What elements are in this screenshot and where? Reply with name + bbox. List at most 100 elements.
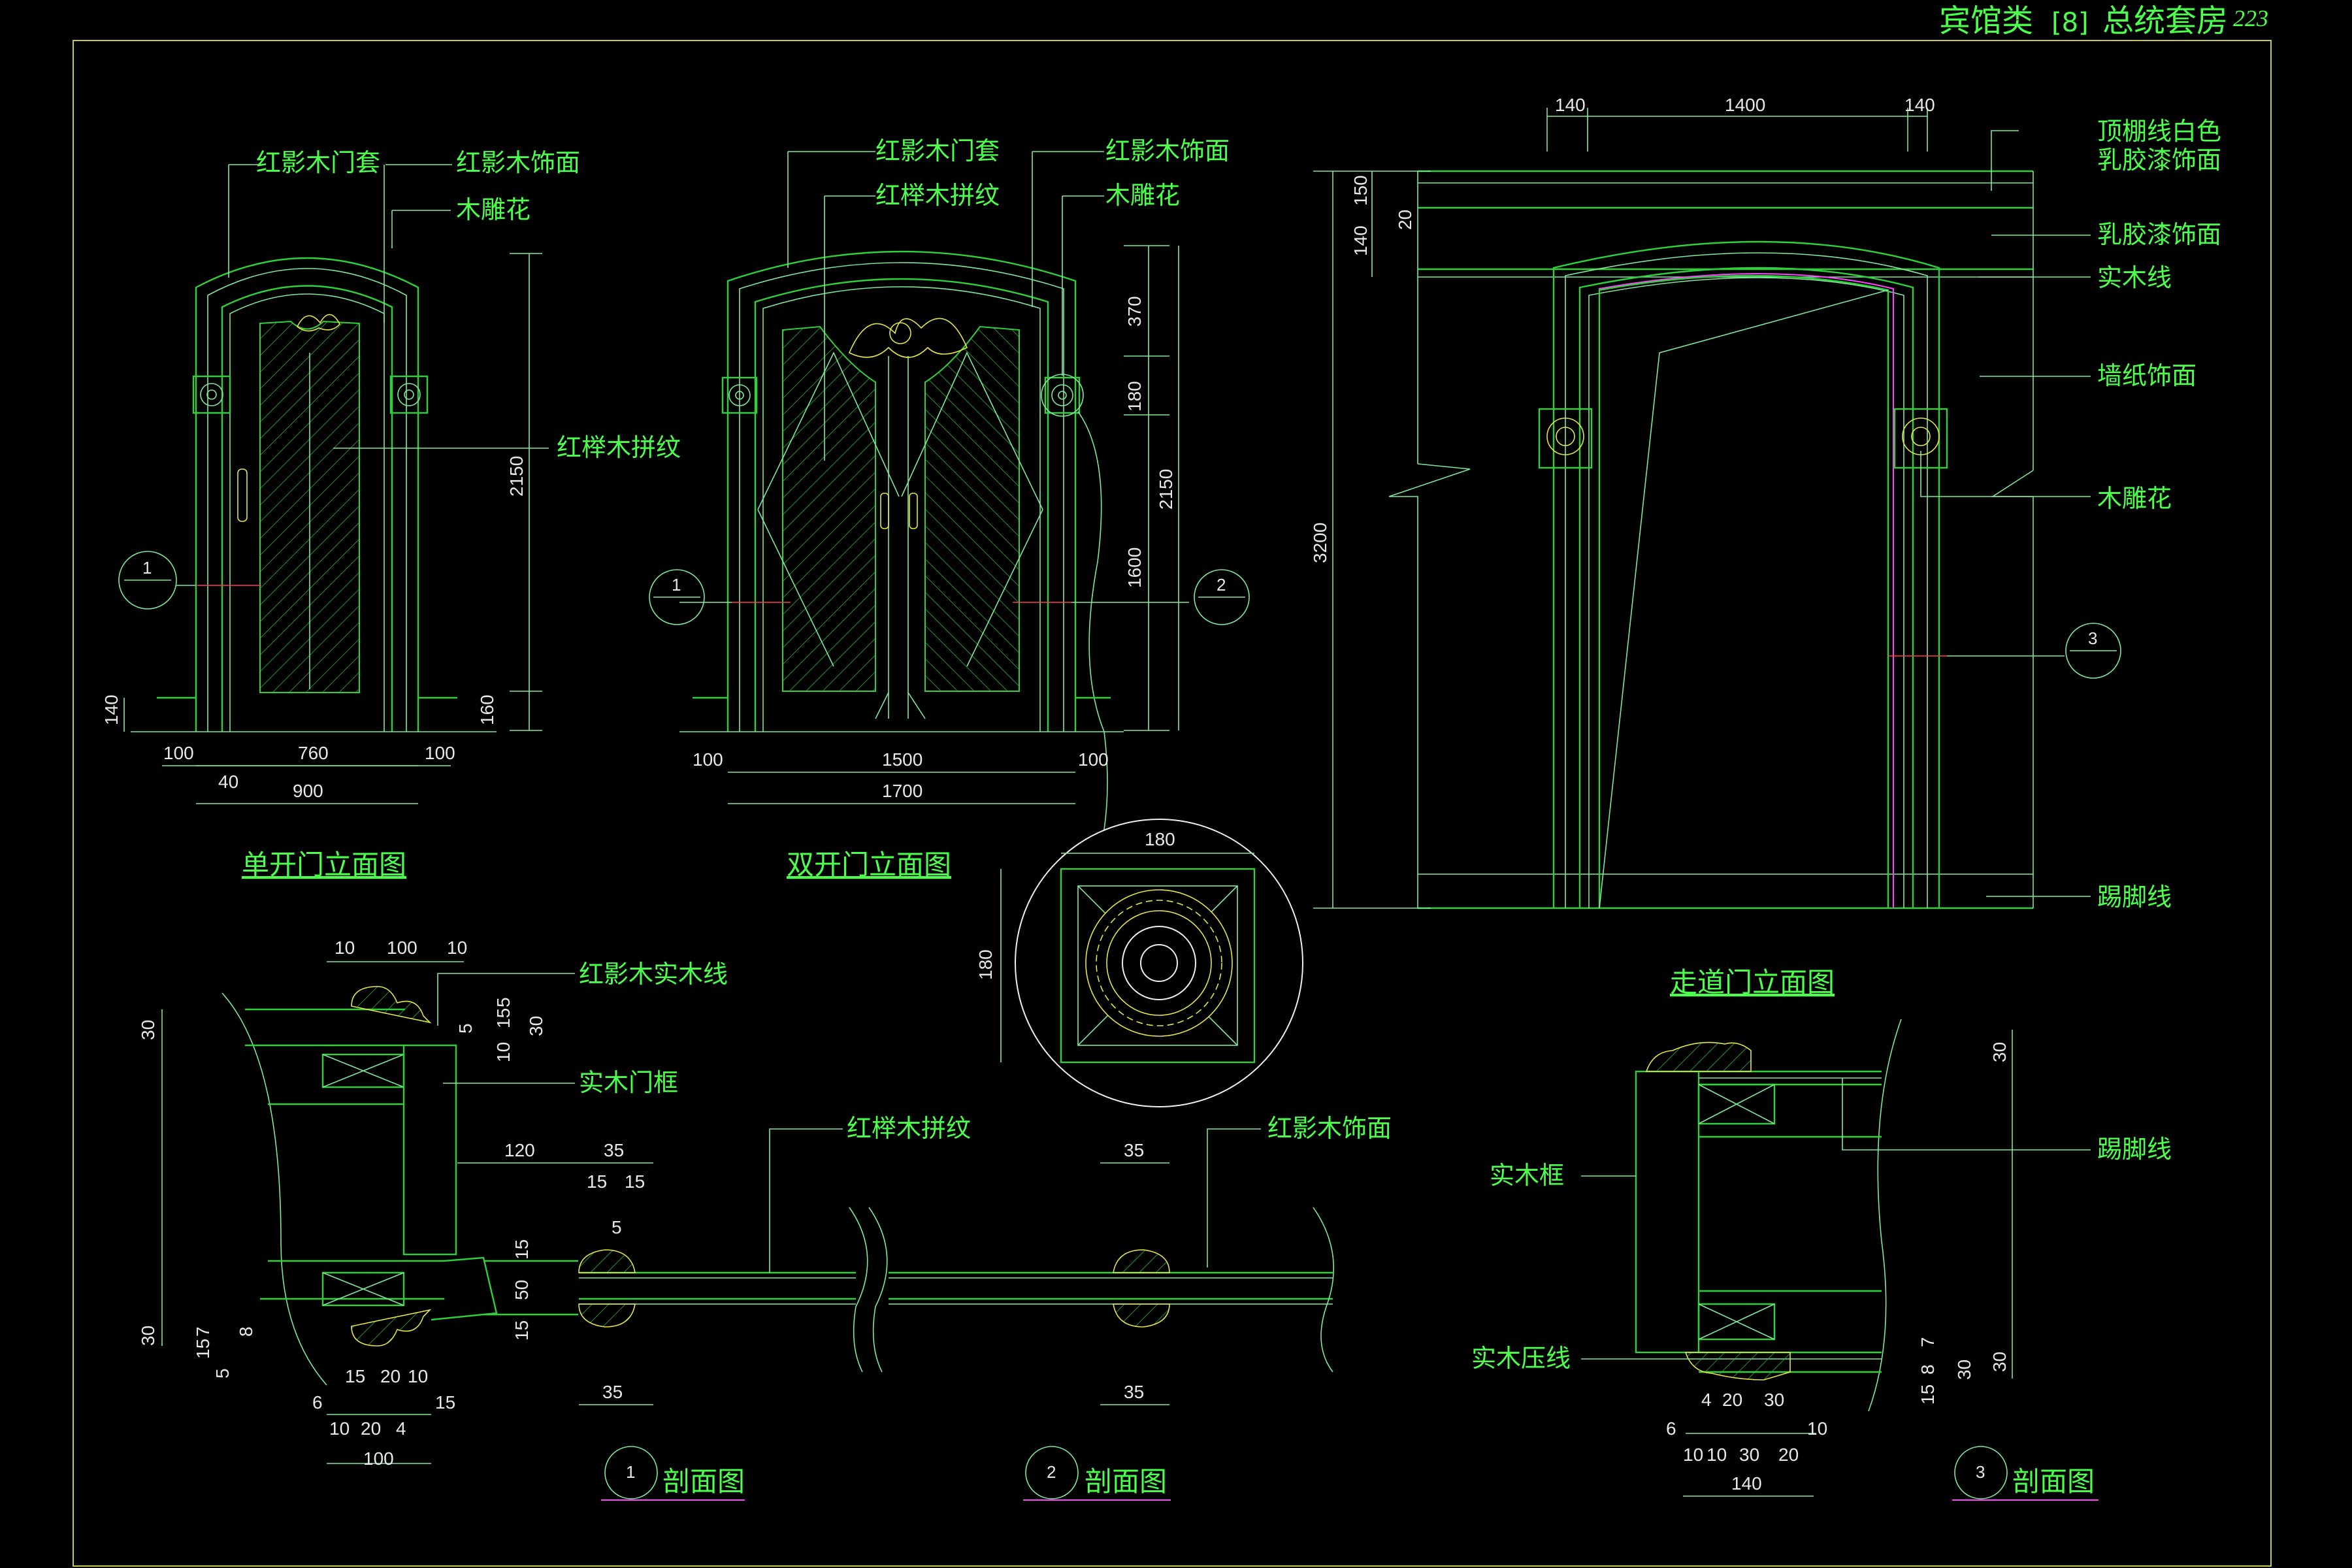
dim-6-s3: 6 — [1666, 1418, 1676, 1439]
dim-20-s1-a: 20 — [380, 1366, 400, 1386]
bubble-1-double-text: 1 — [672, 575, 681, 595]
rosette-detail — [1000, 819, 1303, 1107]
label-beech-pattern-3: 红榉木拼纹 — [847, 1114, 971, 1143]
dim-180-double: 180 — [1124, 381, 1145, 412]
label-beech-pattern-1: 红榉木拼纹 — [557, 433, 681, 462]
bubble-1-double: 1 — [649, 569, 705, 625]
dim-15-s1-c: 15 — [625, 1171, 645, 1192]
label-carving-3: 木雕花 — [2097, 484, 2172, 513]
dim-15-s1-g: 15 — [345, 1366, 365, 1386]
dim-10-s1-b: 10 — [447, 938, 467, 958]
dim-140-corridor-left: 140 — [1555, 95, 1586, 115]
dim-4-s1: 4 — [396, 1418, 406, 1439]
dim-7-s1: 7 — [193, 1326, 213, 1337]
dim-30-s3-top: 30 — [1989, 1042, 2010, 1062]
sheet-border — [73, 40, 2272, 1567]
label-solid-frame: 实木门框 — [579, 1068, 678, 1097]
dim-5-s1-d: 5 — [212, 1368, 233, 1379]
dim-15-s1-f: 15 — [193, 1339, 213, 1359]
dim-10-s1-c: 10 — [493, 1042, 514, 1062]
dim-900-single: 900 — [293, 781, 323, 801]
section-2-number: 2 — [1047, 1462, 1056, 1482]
corridor-door-elevation — [1313, 108, 2091, 909]
label-skirting-2: 踢脚线 — [2097, 1135, 2172, 1164]
dim-10-s3-a: 10 — [1807, 1418, 1827, 1439]
dim-8-s1: 8 — [236, 1326, 256, 1337]
dim-20-corridor: 20 — [1395, 210, 1415, 230]
dim-1700-double: 1700 — [882, 781, 923, 801]
dim-5-s1-b: 5 — [455, 1023, 476, 1034]
dim-35-s2-bot: 35 — [1124, 1382, 1144, 1402]
bubble-3-corridor-text: 3 — [2088, 629, 2097, 648]
dim-100-single-left: 100 — [163, 743, 194, 763]
dim-2150-single: 2150 — [506, 456, 527, 497]
label-latex-finish-1: 乳胶漆饰面 — [2097, 146, 2221, 174]
dim-100-double-right: 100 — [1078, 749, 1109, 770]
dim-5-s1-c: 5 — [612, 1217, 622, 1237]
section-1 — [161, 961, 653, 1464]
label-carving-2: 木雕花 — [1105, 181, 1180, 210]
dim-160-single: 160 — [477, 694, 497, 725]
section-title-2: 2 剖面图 — [1023, 1446, 1171, 1501]
dim-140-corridor-right: 140 — [1904, 95, 1935, 115]
dim-140-corridor-v: 140 — [1350, 225, 1371, 256]
dim-10-s3-b: 10 — [1683, 1445, 1703, 1465]
label-beech-pattern-2: 红榉木拼纹 — [875, 181, 1000, 210]
bubble-2-double-text: 2 — [1217, 575, 1226, 595]
label-solid-frame-short: 实木框 — [1490, 1161, 1564, 1190]
label-ceiling-line: 顶棚线白色 — [2097, 117, 2221, 146]
dim-1500-double: 1500 — [882, 749, 923, 770]
dim-30-s1-c: 30 — [526, 1016, 546, 1036]
single-door-elevation — [123, 164, 549, 804]
label-door-casing-1: 红影木门套 — [256, 148, 380, 177]
dim-20-s3-a: 20 — [1722, 1390, 1742, 1410]
dim-15-s1-e: 15 — [512, 1320, 532, 1341]
label-veneer-3: 红影木饰面 — [1267, 1114, 1392, 1143]
dim-10-s1-d: 10 — [408, 1366, 428, 1386]
dim-1600-double: 1600 — [1124, 547, 1145, 588]
label-wallpaper: 墙纸饰面 — [2097, 361, 2197, 390]
dim-760-single: 760 — [298, 743, 329, 763]
dim-180-rosette-side: 180 — [975, 949, 996, 980]
dim-20-s1-b: 20 — [361, 1418, 381, 1439]
dim-30-s1-bot: 30 — [138, 1326, 158, 1346]
dim-15-s1-b: 15 — [587, 1171, 607, 1192]
label-veneer-1: 红影木饰面 — [456, 148, 580, 177]
section-3 — [1581, 1019, 2091, 1497]
label-skirting-1: 踢脚线 — [2097, 883, 2172, 911]
dim-15-s1-h: 15 — [435, 1392, 455, 1413]
header-subject: 总统套房 — [2102, 3, 2228, 39]
bubble-1-single-text: 1 — [142, 558, 152, 578]
label-door-casing-2: 红影木门套 — [875, 137, 1000, 165]
dim-140-s3: 140 — [1731, 1473, 1762, 1494]
section-3-title: 剖面图 — [2012, 1465, 2095, 1497]
header-index: [8] — [2051, 8, 2089, 38]
dim-4-s3: 4 — [1701, 1390, 1712, 1410]
dim-100-s1-bot: 100 — [363, 1448, 394, 1469]
section-3-number: 3 — [1976, 1462, 1985, 1482]
section-2 — [578, 1128, 1335, 1405]
section-2-title: 剖面图 — [1085, 1465, 1167, 1497]
label-carving-1: 木雕花 — [456, 195, 531, 224]
dim-2150-double: 2150 — [1156, 469, 1176, 510]
dim-5-s1-a: 5 — [493, 997, 514, 1007]
bubble-3-corridor: 3 — [2065, 623, 2121, 679]
dim-20-s3-b: 20 — [1778, 1445, 1799, 1465]
label-solid-molding: 红影木实木线 — [579, 960, 728, 988]
dim-7-s3: 7 — [1918, 1337, 1938, 1347]
dim-30-s3-bot: 30 — [1989, 1352, 2010, 1372]
label-solid-line: 实木线 — [2097, 263, 2172, 292]
header-category: 宾馆类 — [1939, 3, 2033, 39]
section-1-number: 1 — [626, 1462, 635, 1482]
dim-30-s3-c: 30 — [1954, 1360, 1974, 1380]
dim-30-s3-d: 30 — [1764, 1390, 1784, 1410]
label-latex-finish-2: 乳胶漆饰面 — [2097, 220, 2221, 249]
section-1-title: 剖面图 — [662, 1465, 745, 1497]
double-door-elevation — [679, 151, 1189, 830]
section-title-1: 1 剖面图 — [601, 1446, 745, 1501]
dim-35-s1-a: 35 — [604, 1140, 624, 1160]
dim-35-s2-top: 35 — [1124, 1140, 1144, 1160]
dim-3200-corridor: 3200 — [1310, 523, 1330, 563]
dim-10-s3-c: 10 — [1707, 1445, 1727, 1465]
